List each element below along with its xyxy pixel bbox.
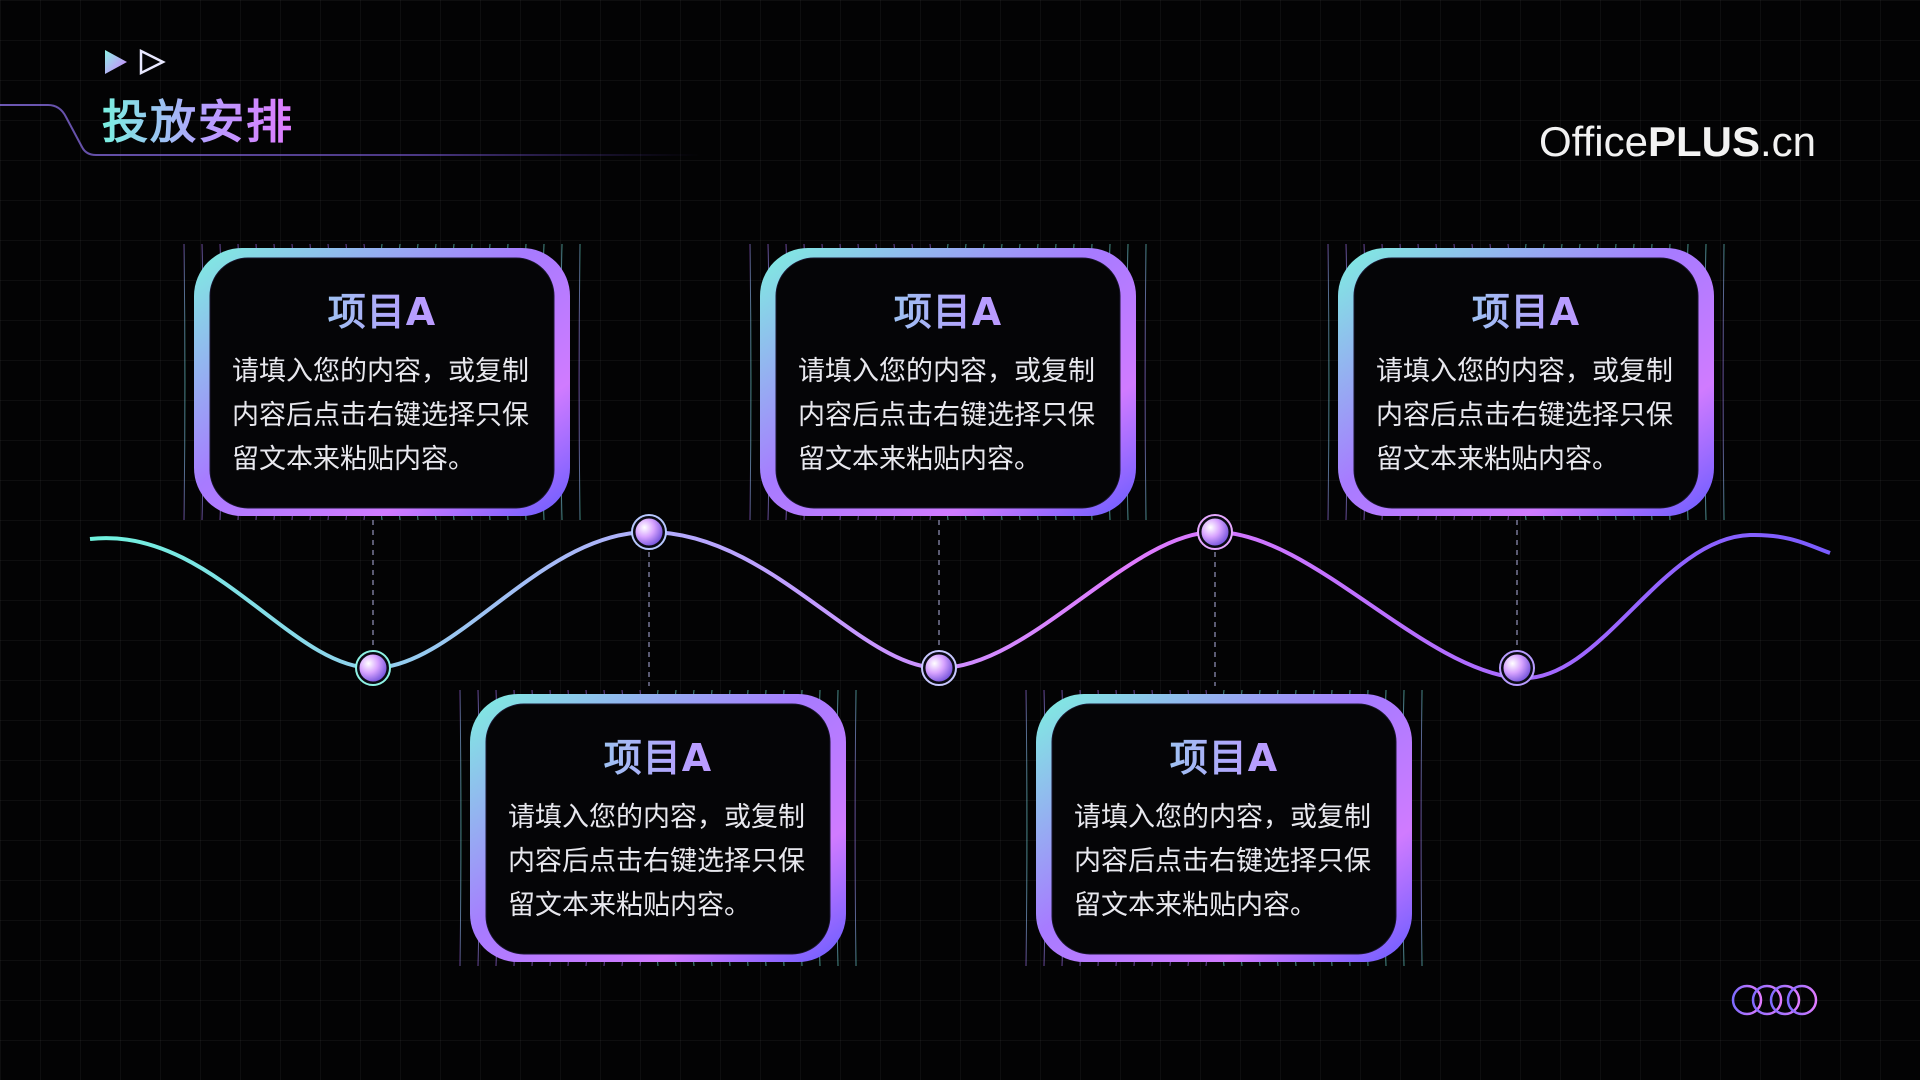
card-frame (1310, 244, 1742, 520)
play-filled-icon (105, 50, 127, 74)
timeline-card: 项目A 请填入您的内容，或复制内容后点击右键选择只保留文本来粘贴内容。 (442, 690, 874, 966)
card-title: 项目A (1053, 727, 1395, 782)
timeline-node (1500, 651, 1534, 685)
card-title: 项目A (777, 281, 1119, 336)
brand-logo: OfficePLUS.cn (1539, 118, 1816, 165)
timeline-node (356, 651, 390, 685)
play-icons (105, 48, 166, 76)
timeline-node (632, 515, 666, 549)
rings-icon (1731, 984, 1818, 1016)
page-title: 投放安排 (102, 86, 294, 152)
timeline-card: 项目A 请填入您的内容，或复制内容后点击右键选择只保留文本来粘贴内容。 (166, 244, 598, 520)
timeline-card: 项目A 请填入您的内容，或复制内容后点击右键选择只保留文本来粘贴内容。 (1008, 690, 1440, 966)
card-body: 请填入您的内容，或复制内容后点击右键选择只保留文本来粘贴内容。 (508, 802, 805, 921)
timeline-card: 项目A 请填入您的内容，或复制内容后点击右键选择只保留文本来粘贴内容。 (1310, 244, 1742, 520)
play-outline-icon (139, 48, 166, 76)
card-frame (1008, 690, 1440, 966)
timeline-node (1198, 515, 1232, 549)
card-title: 项目A (211, 281, 553, 336)
card-frame (442, 690, 874, 966)
card-body: 请填入您的内容，或复制内容后点击右键选择只保留文本来粘贴内容。 (798, 356, 1095, 475)
wave-path (89, 529, 1831, 681)
timeline-card: 项目A 请填入您的内容，或复制内容后点击右键选择只保留文本来粘贴内容。 (732, 244, 1164, 520)
card-body: 请填入您的内容，或复制内容后点击右键选择只保留文本来粘贴内容。 (232, 356, 529, 475)
card-title: 项目A (1355, 281, 1697, 336)
timeline-node (922, 651, 956, 685)
card-body: 请填入您的内容，或复制内容后点击右键选择只保留文本来粘贴内容。 (1376, 356, 1673, 475)
card-title: 项目A (487, 727, 829, 782)
card-frame (732, 244, 1164, 520)
title-underline (0, 104, 700, 156)
timeline-nodes (355, 514, 1535, 686)
card-frame (166, 244, 598, 520)
card-body: 请填入您的内容，或复制内容后点击右键选择只保留文本来粘贴内容。 (1074, 802, 1371, 921)
